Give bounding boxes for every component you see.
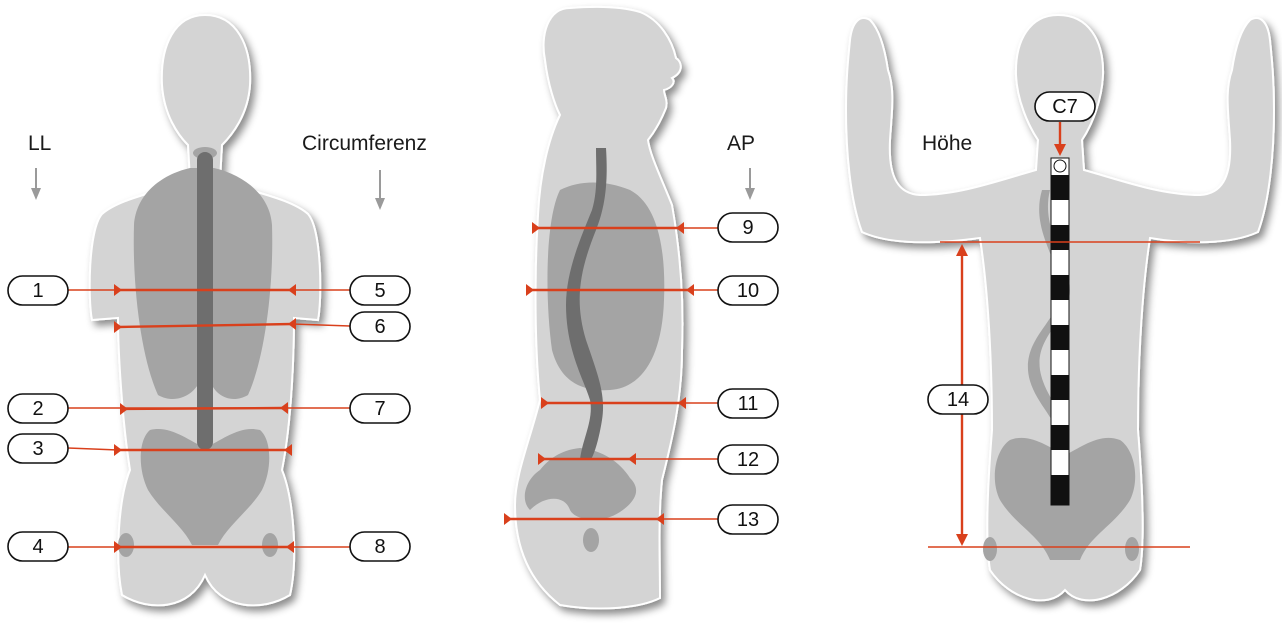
marker-1: 1 <box>8 276 68 305</box>
side-view-figure: AP 9 <box>504 7 778 609</box>
marker-2: 2 <box>8 394 68 423</box>
side-lungs <box>547 183 664 391</box>
label-height: Höhe <box>922 132 972 155</box>
marker-5: 5 <box>350 276 410 305</box>
marker-6: 6 <box>350 312 410 341</box>
marker-14: 14 <box>928 385 988 414</box>
front-spine <box>197 152 213 450</box>
svg-text:4: 4 <box>32 536 43 558</box>
marker-13: 13 <box>718 505 778 534</box>
front-hip-right <box>262 533 278 557</box>
svg-text:11: 11 <box>738 393 759 415</box>
marker-8: 8 <box>350 532 410 561</box>
svg-text:13: 13 <box>737 509 759 531</box>
svg-text:9: 9 <box>742 217 753 239</box>
marker-c7: C7 <box>1035 92 1095 121</box>
label-circumference: Circumferenz <box>302 132 427 155</box>
marker-4: 4 <box>8 532 68 561</box>
marker-12: 12 <box>718 445 778 474</box>
marker-9: 9 <box>718 213 778 242</box>
svg-text:12: 12 <box>737 449 759 471</box>
svg-text:14: 14 <box>947 389 969 411</box>
svg-text:2: 2 <box>32 398 43 420</box>
svg-text:5: 5 <box>374 280 385 302</box>
label-ap: AP <box>727 132 755 155</box>
svg-text:3: 3 <box>32 438 43 460</box>
side-hip <box>583 528 599 552</box>
measuring-rod <box>1051 158 1069 505</box>
back-view-figure: Höhe C7 14 <box>846 15 1274 600</box>
marker-3: 3 <box>8 434 68 463</box>
front-view-figure: LL Circumferenz <box>8 15 427 605</box>
svg-text:10: 10 <box>737 280 759 302</box>
svg-text:6: 6 <box>374 316 385 338</box>
svg-text:8: 8 <box>374 536 385 558</box>
label-ll: LL <box>28 132 51 155</box>
marker-7: 7 <box>350 394 410 423</box>
svg-text:7: 7 <box>374 398 385 420</box>
marker-10: 10 <box>718 276 778 305</box>
back-hip-right <box>1125 537 1139 561</box>
svg-text:1: 1 <box>32 280 43 302</box>
marker-11: 11 <box>718 389 778 418</box>
svg-text:C7: C7 <box>1052 96 1078 118</box>
back-hip-left <box>983 537 997 561</box>
front-hip-left <box>118 533 134 557</box>
